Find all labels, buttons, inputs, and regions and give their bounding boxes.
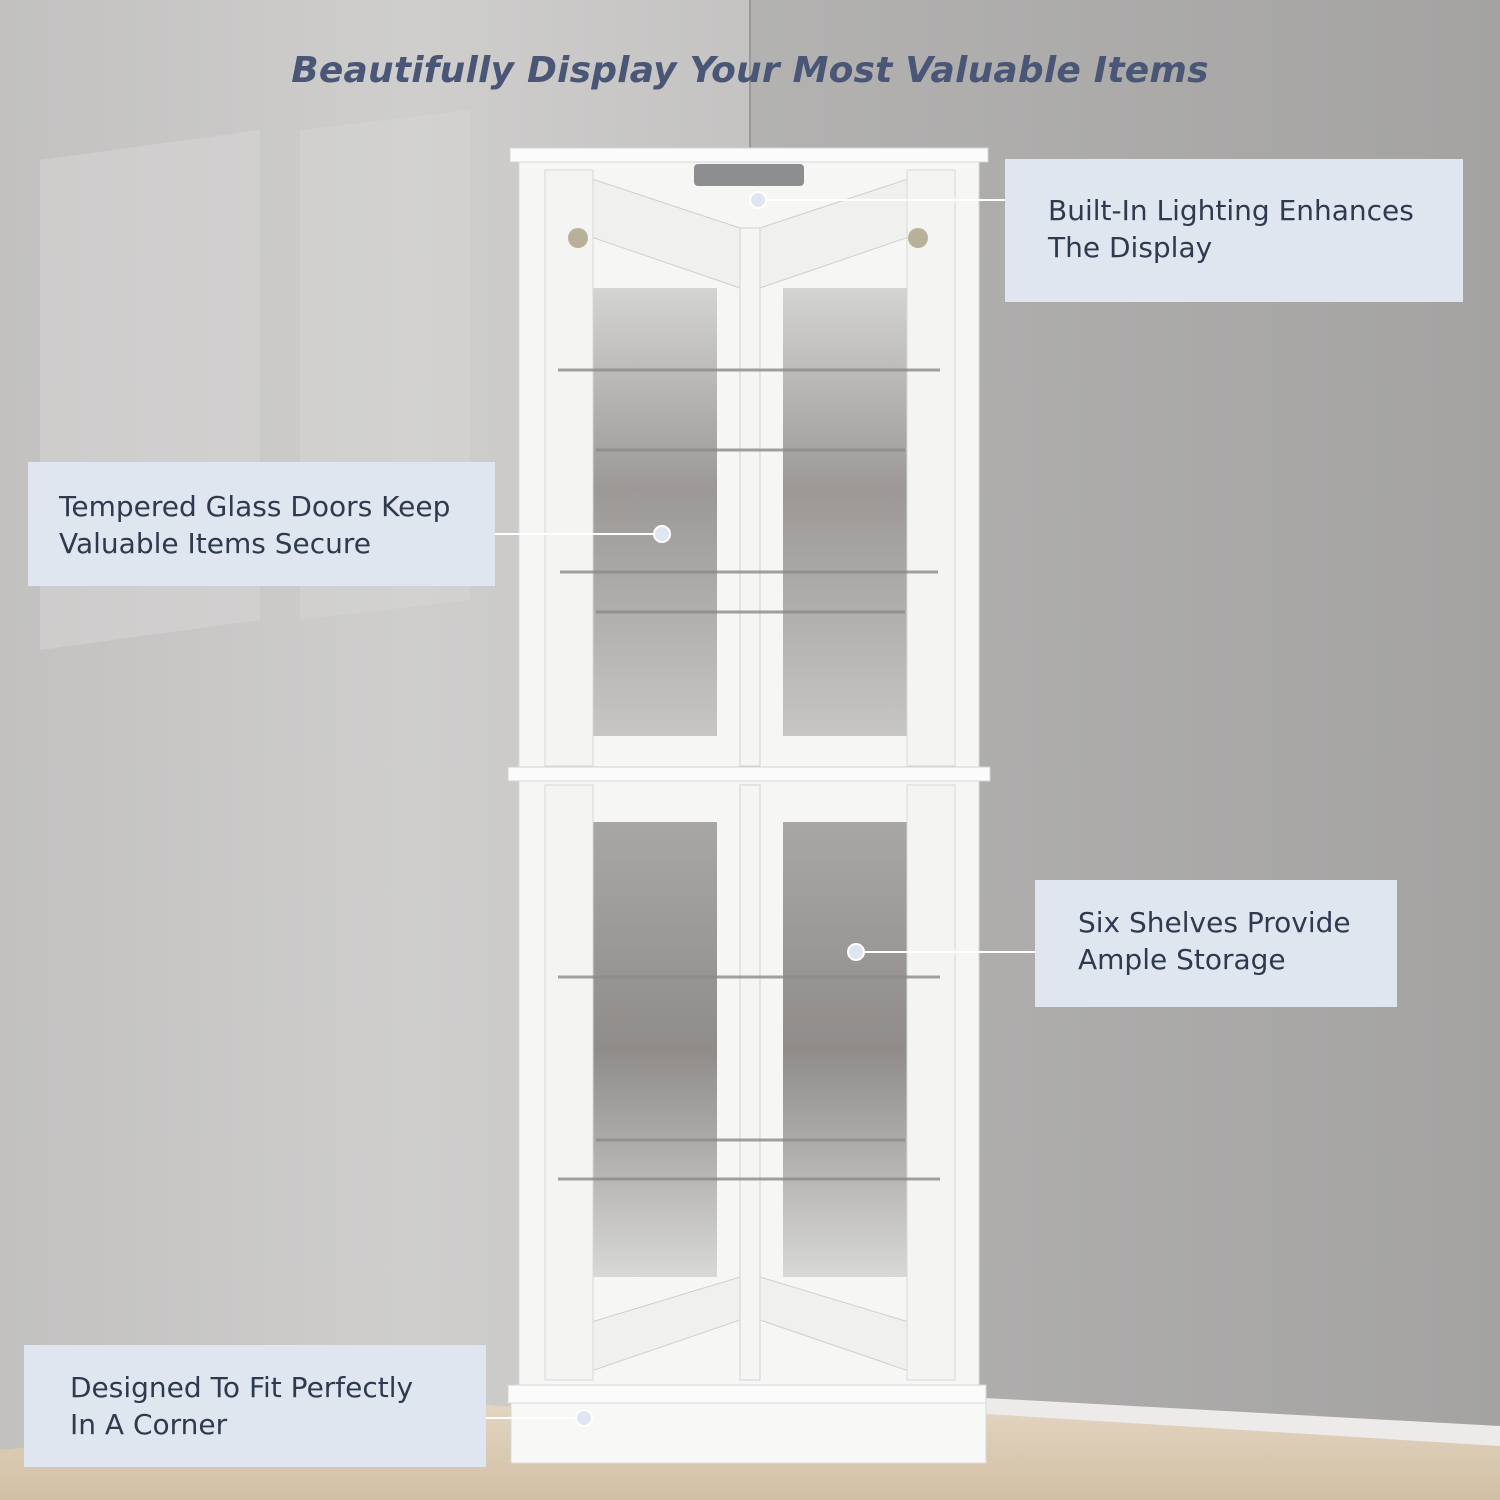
headline: Beautifully Display Your Most Valuable I… [291, 50, 1209, 91]
corner-cabinet [507, 147, 991, 1464]
upper-right-door-glass [783, 288, 907, 736]
cabinet-crown [509, 147, 989, 163]
upper-left-door-glass [593, 288, 717, 736]
lower-right-stile [906, 784, 956, 1381]
lower-glass-shelves [558, 975, 940, 1181]
center-mullion-lower [739, 784, 761, 1381]
lower-left-stile [544, 784, 594, 1381]
lower-right-door-glass [783, 822, 907, 1277]
light-fixture [694, 164, 804, 186]
callout-text-line: Ample Storage [1078, 943, 1286, 976]
upper-glass-shelves [558, 368, 940, 614]
callout-six-shelves: Six Shelves Provide Ample Storage [1035, 880, 1397, 1007]
callout-text-line: Built-In Lighting Enhances [1048, 194, 1414, 227]
callout-text-line: Valuable Items Secure [59, 527, 371, 560]
light-bulb-left [568, 228, 588, 248]
center-mullion-upper [739, 227, 761, 767]
light-bulb-right [908, 228, 928, 248]
callout-tempered-glass: Tempered Glass Doors Keep Valuable Items… [28, 462, 495, 586]
callout-text-line: Tempered Glass Doors Keep [59, 490, 451, 523]
marker-corner [575, 1409, 593, 1427]
callout-leaders [486, 199, 1035, 1419]
cabinet-midrail [507, 766, 991, 782]
callout-text-line: In A Corner [70, 1408, 228, 1441]
marker-shelves [847, 943, 865, 961]
callout-markers [575, 191, 865, 1427]
marker-glass [653, 525, 671, 543]
cabinet-plinth [507, 1384, 987, 1404]
marker-lighting [749, 191, 767, 209]
baseboard-right [986, 1398, 1500, 1446]
upper-right-stile [906, 169, 956, 767]
upper-left-stile [544, 169, 594, 767]
callout-built-in-lighting: Built-In Lighting Enhances The Display [1005, 159, 1463, 302]
callout-text-line: Designed To Fit Perfectly [70, 1371, 414, 1404]
lower-left-door-glass [593, 822, 717, 1277]
callout-corner-fit: Designed To Fit Perfectly In A Corner [24, 1345, 486, 1467]
callout-text-line: Six Shelves Provide [1078, 906, 1351, 939]
callout-text-line: The Display [1048, 231, 1213, 264]
